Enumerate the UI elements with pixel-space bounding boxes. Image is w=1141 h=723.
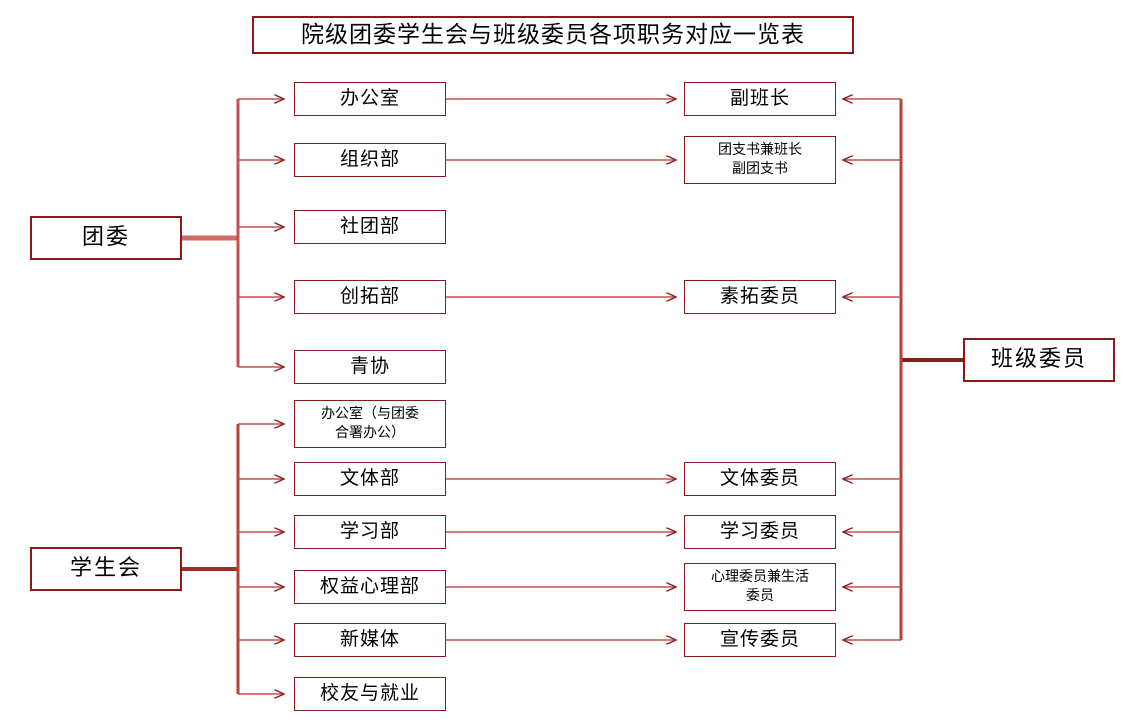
dept-node-organization[interactable]: 组织部 [294, 143, 446, 177]
dept-node-alumni-employment[interactable]: 校友与就业 [294, 677, 446, 711]
diagram-title-text: 院级团委学生会与班级委员各项职务对应一览表 [301, 21, 805, 48]
dept-node-new-media[interactable]: 新媒体 [294, 623, 446, 657]
dept-node-rights-psychology-label: 权益心理部 [319, 575, 420, 598]
role-node-psychology-life-member-label: 心理委员兼生活 委员 [685, 568, 835, 606]
role-node-quality-development[interactable]: 素拓委员 [684, 280, 836, 314]
role-node-league-secretary[interactable]: 团支书兼班长 副团支书 [684, 136, 836, 184]
dept-node-office-union-label: 办公室（与团委 合署办公） [295, 405, 445, 443]
dept-node-clubs-label: 社团部 [339, 215, 400, 238]
role-node-psychology-life-member[interactable]: 心理委员兼生活 委员 [684, 563, 836, 611]
dept-node-youth-volunteer[interactable]: 青协 [294, 350, 446, 384]
dept-node-office-league[interactable]: 办公室 [294, 82, 446, 116]
dept-node-clubs[interactable]: 社团部 [294, 210, 446, 244]
root-node-student-union-label: 学生会 [69, 556, 142, 582]
role-node-study-member-label: 学习委员 [719, 520, 800, 543]
root-node-youth-league[interactable]: 团委 [30, 216, 182, 260]
role-node-league-secretary-line1: 团支书兼班长 [718, 142, 802, 159]
dept-node-office-union[interactable]: 办公室（与团委 合署办公） [294, 400, 446, 448]
root-node-youth-league-label: 团委 [81, 225, 130, 251]
dept-node-new-media-label: 新媒体 [339, 628, 400, 651]
dept-node-office-union-line1: 办公室（与团委 [321, 406, 419, 423]
dept-node-arts-sports-label: 文体部 [339, 467, 400, 490]
anchor-node-class-committee[interactable]: 班级委员 [963, 338, 1115, 382]
diagram-title: 院级团委学生会与班级委员各项职务对应一览表 [252, 16, 854, 54]
role-node-arts-sports-member[interactable]: 文体委员 [684, 462, 836, 496]
dept-node-office-union-line2: 合署办公） [335, 425, 405, 441]
dept-node-innovation-label: 创拓部 [339, 285, 400, 308]
role-node-arts-sports-member-label: 文体委员 [719, 467, 800, 490]
role-node-publicity-member[interactable]: 宣传委员 [684, 623, 836, 657]
role-node-vice-monitor-label: 副班长 [729, 87, 790, 110]
dept-node-innovation[interactable]: 创拓部 [294, 280, 446, 314]
dept-node-office-league-label: 办公室 [339, 87, 400, 110]
dept-node-rights-psychology[interactable]: 权益心理部 [294, 570, 446, 604]
root-node-student-union[interactable]: 学生会 [30, 547, 182, 591]
dept-node-alumni-employment-label: 校友与就业 [319, 682, 420, 705]
role-node-quality-development-label: 素拓委员 [719, 285, 800, 308]
role-node-league-secretary-line2: 副团支书 [732, 161, 788, 177]
dept-node-organization-label: 组织部 [339, 148, 400, 171]
role-node-psychology-life-member-line2: 委员 [746, 588, 774, 604]
anchor-node-class-committee-label: 班级委员 [990, 347, 1087, 373]
dept-node-study[interactable]: 学习部 [294, 515, 446, 549]
role-node-study-member[interactable]: 学习委员 [684, 515, 836, 549]
role-node-publicity-member-label: 宣传委员 [719, 628, 800, 651]
role-node-psychology-life-member-line1: 心理委员兼生活 [711, 569, 809, 586]
role-node-league-secretary-label: 团支书兼班长 副团支书 [685, 141, 835, 179]
dept-node-study-label: 学习部 [339, 520, 400, 543]
dept-node-youth-volunteer-label: 青协 [349, 355, 390, 378]
role-node-vice-monitor[interactable]: 副班长 [684, 82, 836, 116]
dept-node-arts-sports[interactable]: 文体部 [294, 462, 446, 496]
